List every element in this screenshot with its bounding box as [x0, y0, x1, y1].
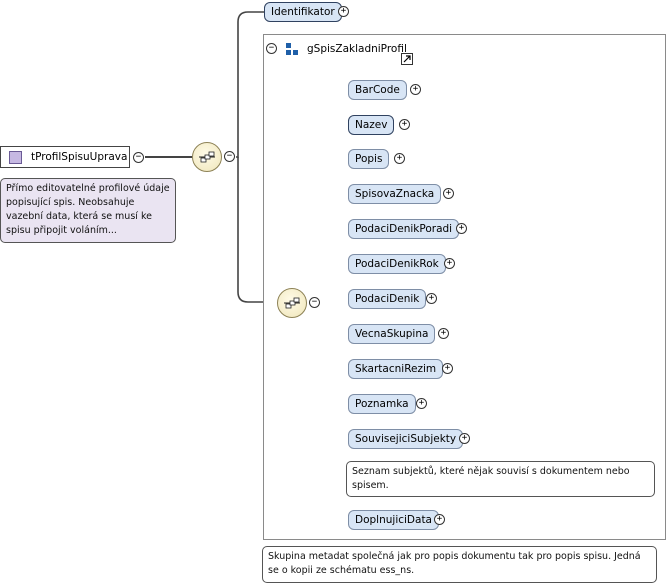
inner-sequence[interactable]	[277, 288, 307, 318]
podacidenik-expand-toggle[interactable]: +	[426, 293, 437, 304]
souvisejicisubjekty-expand-toggle[interactable]: +	[459, 433, 470, 444]
element-vecnaskupina[interactable]: VecnaSkupina	[348, 324, 436, 344]
doplnujicidata-expand-toggle[interactable]: +	[434, 514, 445, 525]
element-souvisejicisubjekty[interactable]: SouvisejiciSubjekty	[348, 429, 464, 449]
poznamka-expand-toggle[interactable]: +	[416, 398, 427, 409]
element-skartacnirezim[interactable]: SkartacniRezim	[348, 359, 444, 379]
element-barcode[interactable]: BarCode	[348, 80, 407, 100]
group-annotation: Skupina metadat společná jak pro popis d…	[262, 546, 657, 583]
element-poznamka[interactable]: Poznamka	[348, 394, 416, 414]
root-type-node[interactable]: tProfilSpisuUprava	[0, 146, 130, 168]
element-nazev[interactable]: Nazev	[348, 115, 395, 135]
complex-type-icon	[9, 151, 22, 164]
model-group-icon	[285, 42, 299, 56]
main-sequence[interactable]	[192, 142, 222, 172]
nazev-expand-toggle[interactable]: +	[399, 119, 410, 130]
element-podacidenikrok[interactable]: PodaciDenikRok	[348, 254, 446, 274]
inner-sequence-collapse-toggle[interactable]: −	[309, 297, 320, 308]
group-collapse-toggle[interactable]: −	[266, 43, 277, 54]
element-doplnujicidata[interactable]: DoplnujiciData	[348, 510, 439, 530]
element-spisovaznacka[interactable]: SpisovaZnacka	[348, 184, 442, 204]
element-podacidenik[interactable]: PodaciDenik	[348, 289, 427, 309]
root-collapse-toggle[interactable]: −	[133, 152, 144, 163]
skartacnirezim-expand-toggle[interactable]: +	[442, 363, 453, 374]
sequence-compositor-icon	[284, 297, 300, 309]
element-identifikator[interactable]: Identifikator	[264, 2, 342, 22]
souvisejicisubjekty-annotation: Seznam subjektů, které nějak souvisí s d…	[346, 461, 655, 497]
sequence-compositor-icon	[199, 151, 215, 163]
root-type-label: tProfilSpisuUprava	[31, 151, 128, 163]
element-popis[interactable]: Popis	[348, 149, 390, 169]
link-arrow-icon[interactable]	[401, 53, 413, 65]
main-sequence-collapse-toggle[interactable]: −	[224, 151, 235, 162]
podacidenikporadi-expand-toggle[interactable]: +	[456, 223, 467, 234]
root-annotation: Přímo editovatelné profilové údaje popis…	[0, 178, 176, 243]
spisovaznacka-expand-toggle[interactable]: +	[443, 188, 454, 199]
identifikator-expand-toggle[interactable]: +	[338, 6, 349, 17]
barcode-expand-toggle[interactable]: +	[410, 84, 421, 95]
podacidenikrok-expand-toggle[interactable]: +	[444, 258, 455, 269]
element-podacidenikporadi[interactable]: PodaciDenikPoradi	[348, 219, 460, 239]
group-box	[263, 34, 666, 540]
popis-expand-toggle[interactable]: +	[394, 153, 405, 164]
group-label[interactable]: gSpisZakladniProfil	[307, 43, 407, 55]
vecnaskupina-expand-toggle[interactable]: +	[438, 328, 449, 339]
